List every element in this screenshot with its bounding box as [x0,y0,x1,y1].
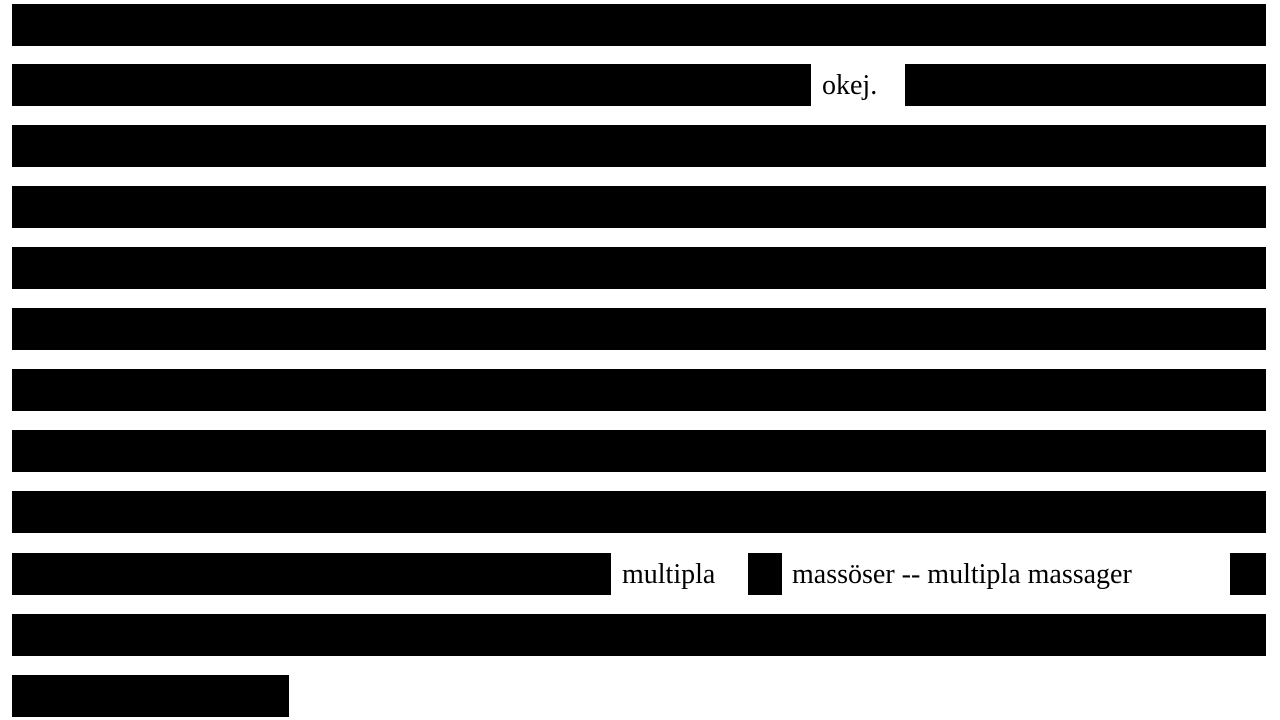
redaction-bar [905,64,1266,106]
redaction-bar [748,553,782,595]
text-line-1 [12,4,1266,46]
text-line-3 [12,125,1266,167]
text-line-4 [12,186,1266,228]
redaction-bar [1230,553,1266,595]
redaction-bar [12,308,1266,350]
redaction-bar [12,675,289,717]
text-line-9 [12,491,1266,533]
redaction-bar [12,553,611,595]
redaction-bar [12,369,1266,411]
text-line-7 [12,369,1266,411]
visible-text-massoser-massager: massöser -- multipla massager [792,559,1132,590]
text-line-12 [12,675,1266,717]
text-line-5 [12,247,1266,289]
text-line-8 [12,430,1266,472]
text-line-11 [12,614,1266,656]
redaction-bar [12,64,811,106]
text-line-2: okej. [12,64,1266,106]
text-line-6 [12,308,1266,350]
redaction-bar [12,430,1266,472]
text-line-10: multipla massöser -- multipla massager [12,553,1266,595]
redaction-bar [12,491,1266,533]
redaction-bar [12,614,1266,656]
redaction-bar [12,186,1266,228]
redaction-bar [12,125,1266,167]
redaction-bar [12,4,1266,46]
visible-text-multipla: multipla [622,559,716,590]
redaction-bar [12,247,1266,289]
visible-text-okej: okej. [822,70,878,101]
